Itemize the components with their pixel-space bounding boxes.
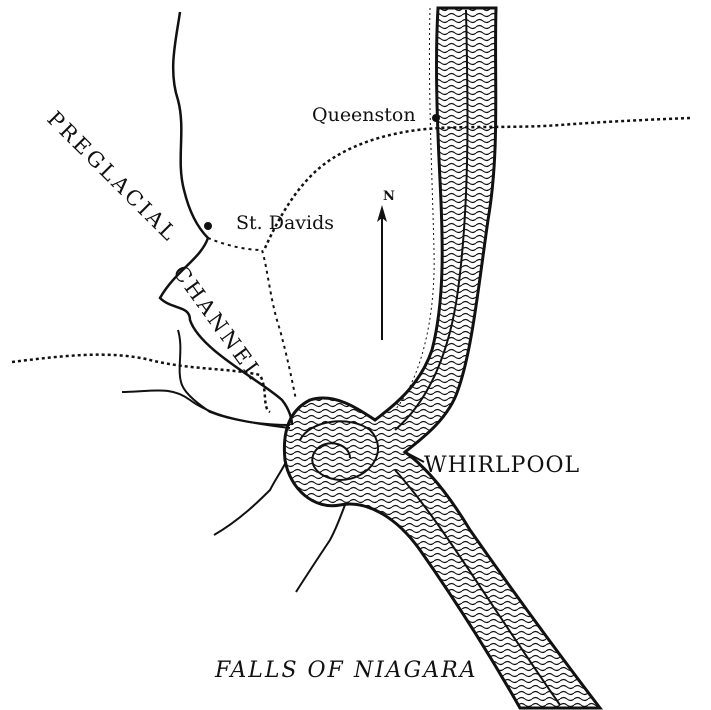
creek-branch-far-west (121, 389, 291, 429)
queenston-label: Queenston (312, 104, 416, 126)
tributary-south (295, 504, 346, 593)
st-davids-marker (204, 222, 212, 230)
road-st-davids (207, 237, 297, 401)
dotted-lines (11, 116, 691, 414)
north-arrow (377, 205, 387, 340)
niagara-river (282, 6, 604, 710)
tributary-southwest (213, 461, 287, 536)
preglacial-creek (121, 11, 346, 593)
river-current-1 (394, 9, 469, 431)
whirlpool-label: WHIRLPOOL (424, 453, 581, 478)
river-current-2 (394, 469, 561, 706)
st-davids-label: St. Davids (236, 212, 335, 234)
road-north (263, 116, 691, 249)
queenston-marker (432, 114, 440, 122)
escarpment-line (11, 353, 271, 414)
falls-label: FALLS OF NIAGARA (215, 658, 478, 683)
creek-main (158, 11, 294, 426)
whirlpool-swirl (299, 420, 380, 482)
whirlpool-pointer (404, 451, 425, 463)
gorge-edge (394, 7, 435, 411)
north-label: N (383, 189, 395, 204)
